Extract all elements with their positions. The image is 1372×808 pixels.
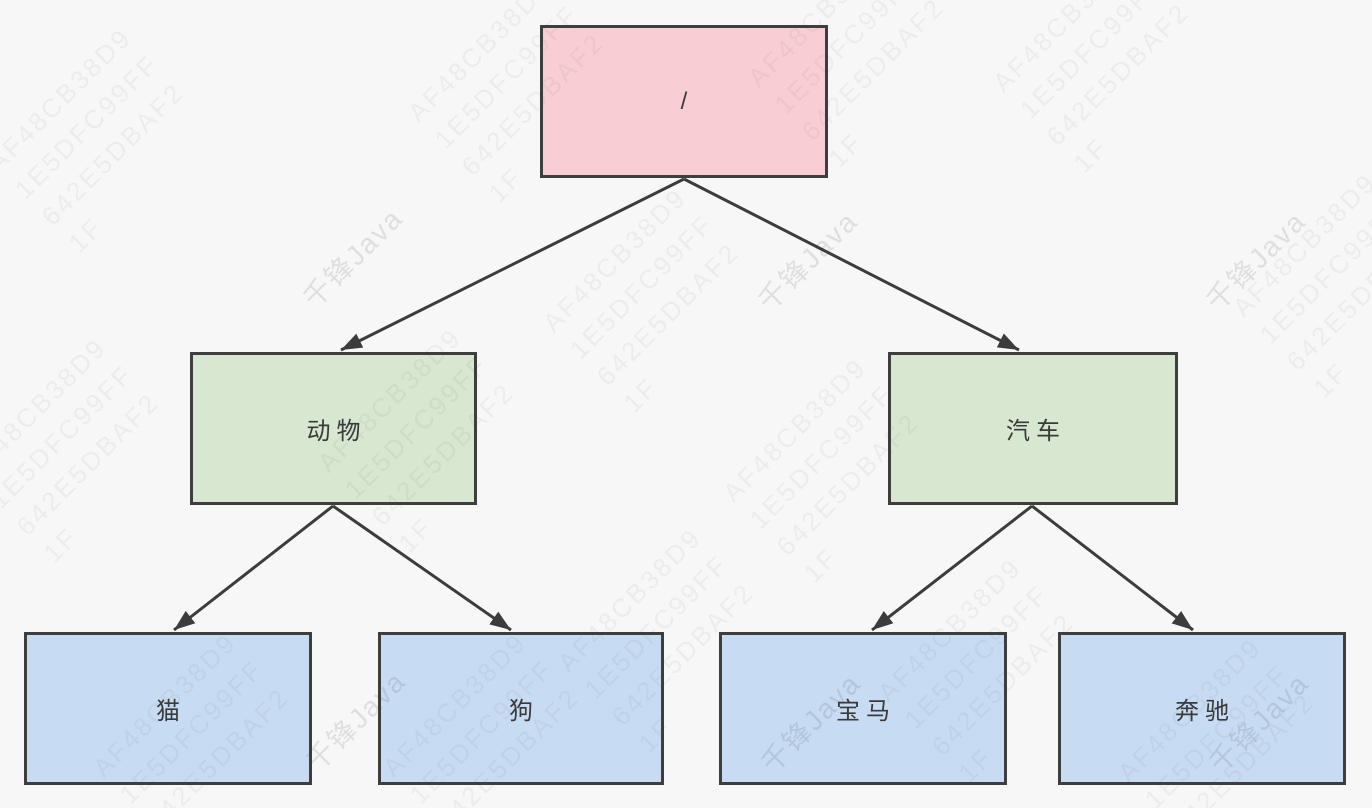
node-label-bmw: 宝马: [836, 698, 896, 725]
edge-cars-to-bmw: [871, 504, 1033, 632]
node-label-root: /: [680, 87, 694, 115]
edge-root-to-animals: [340, 177, 685, 352]
node-label-cat: 猫: [156, 698, 186, 725]
tree-node-bmw[interactable]: 宝马: [719, 632, 1007, 785]
tree-node-root[interactable]: /: [540, 25, 828, 178]
tree-node-dog[interactable]: 狗: [378, 632, 664, 785]
tree-node-cars[interactable]: 汽车: [888, 352, 1178, 505]
node-label-cars: 汽车: [1006, 418, 1066, 445]
node-label-animals: 动物: [306, 418, 367, 445]
tree-node-animals[interactable]: 动物: [190, 352, 477, 505]
edge-animals-to-dog: [332, 504, 512, 632]
edge-root-to-cars: [683, 177, 1020, 352]
tree-node-cat[interactable]: 猫: [24, 632, 312, 785]
edge-animals-to-cat: [173, 504, 334, 632]
tree-node-benz[interactable]: 奔驰: [1058, 632, 1346, 785]
edge-cars-to-benz: [1031, 504, 1194, 632]
node-label-dog: 狗: [509, 698, 539, 725]
node-label-benz: 奔驰: [1175, 698, 1235, 725]
